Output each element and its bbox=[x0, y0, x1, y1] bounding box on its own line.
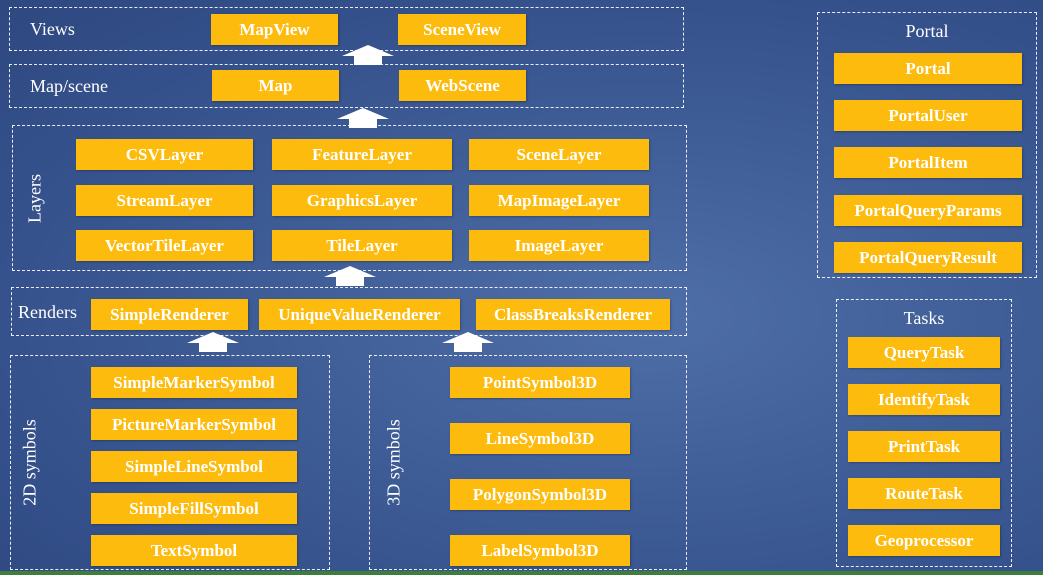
mapview-box: MapView bbox=[211, 14, 338, 45]
layers-title: Layers bbox=[24, 174, 45, 223]
symbols2d-title: 2D symbols bbox=[19, 419, 40, 506]
tasks-title: Tasks bbox=[903, 308, 945, 328]
csvlayer-box: CSVLayer bbox=[76, 139, 253, 170]
identifytask-box: IdentifyTask bbox=[848, 384, 1000, 415]
portalitem-box: PortalItem bbox=[834, 147, 1022, 178]
arrow-up-icon bbox=[337, 108, 389, 128]
geoprocessor-box: Geoprocessor bbox=[848, 525, 1000, 556]
tilelayer-box: TileLayer bbox=[272, 230, 452, 261]
scenelayer-box: SceneLayer bbox=[469, 139, 649, 170]
mapscene-title: Map/scene bbox=[30, 76, 108, 96]
portal-panel bbox=[817, 12, 1037, 278]
streamlayer-box: StreamLayer bbox=[76, 185, 253, 216]
portal-box: Portal bbox=[834, 53, 1022, 84]
arrow-up-icon bbox=[442, 332, 494, 352]
imagelayer-box: ImageLayer bbox=[469, 230, 649, 261]
mapimagelayer-box: MapImageLayer bbox=[469, 185, 649, 216]
portal-title: Portal bbox=[905, 21, 949, 41]
portalqueryresult-box: PortalQueryResult bbox=[834, 242, 1022, 273]
routetask-box: RouteTask bbox=[848, 478, 1000, 509]
classbreaksrenderer-box: ClassBreaksRenderer bbox=[476, 299, 670, 330]
graphicslayer-box: GraphicsLayer bbox=[272, 185, 452, 216]
textsymbol-box: TextSymbol bbox=[91, 535, 297, 566]
simplerenderer-box: SimpleRenderer bbox=[91, 299, 248, 330]
views-title: Views bbox=[30, 19, 75, 39]
renders-panel bbox=[11, 287, 687, 336]
featurelayer-box: FeatureLayer bbox=[272, 139, 452, 170]
symbols2d-panel bbox=[10, 355, 330, 570]
views-panel bbox=[9, 7, 684, 51]
symbols3d-panel bbox=[369, 355, 687, 570]
arrow-up-icon bbox=[187, 332, 239, 352]
arrow-up-icon bbox=[324, 266, 376, 286]
vectortilelayer-box: VectorTileLayer bbox=[76, 230, 253, 261]
simplelinesymbol-box: SimpleLineSymbol bbox=[91, 451, 297, 482]
portaluser-box: PortalUser bbox=[834, 100, 1022, 131]
picturemarkersymbol-box: PictureMarkerSymbol bbox=[91, 409, 297, 440]
portalqueryparams-box: PortalQueryParams bbox=[834, 195, 1022, 226]
labelsymbol3d-box: LabelSymbol3D bbox=[450, 535, 630, 566]
simplemarkersymbol-box: SimpleMarkerSymbol bbox=[91, 367, 297, 398]
map-box: Map bbox=[212, 70, 339, 101]
arrow-up-icon bbox=[342, 45, 394, 65]
symbols3d-title: 3D symbols bbox=[383, 419, 404, 506]
sceneview-box: SceneView bbox=[398, 14, 526, 45]
renders-title: Renders bbox=[18, 302, 77, 322]
simplefillsymbol-box: SimpleFillSymbol bbox=[91, 493, 297, 524]
webscene-box: WebScene bbox=[399, 70, 526, 101]
tasks-panel bbox=[836, 299, 1012, 567]
linesymbol3d-box: LineSymbol3D bbox=[450, 423, 630, 454]
polygonsymbol3d-box: PolygonSymbol3D bbox=[450, 479, 630, 510]
uniquevaluerenderer-box: UniqueValueRenderer bbox=[259, 299, 460, 330]
printtask-box: PrintTask bbox=[848, 431, 1000, 462]
querytask-box: QueryTask bbox=[848, 337, 1000, 368]
mapscene-panel bbox=[9, 64, 684, 108]
pointsymbol3d-box: PointSymbol3D bbox=[450, 367, 630, 398]
bottom-strip bbox=[0, 571, 1043, 575]
